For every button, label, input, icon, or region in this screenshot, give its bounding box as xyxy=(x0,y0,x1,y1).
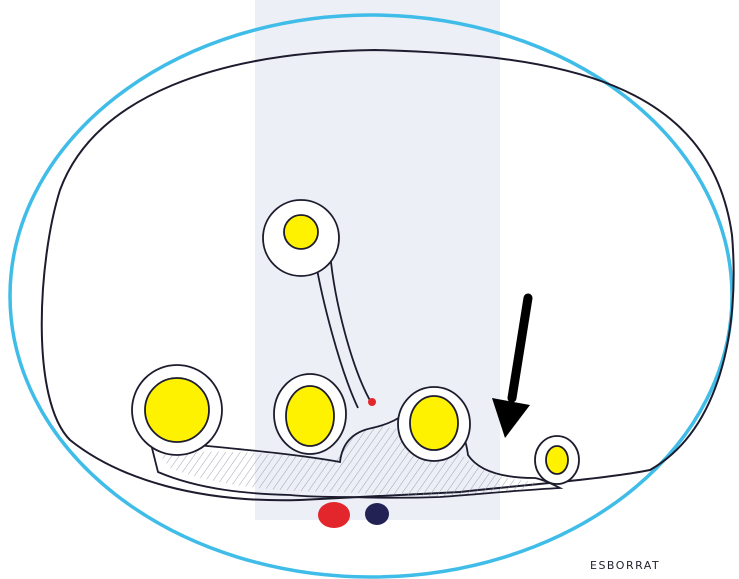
top-node xyxy=(284,215,318,249)
blue-dot xyxy=(365,503,389,525)
small-red-dot xyxy=(368,398,376,406)
signature: ESBORRAT xyxy=(590,559,660,572)
red-dot xyxy=(318,502,350,528)
center-left-node xyxy=(286,386,334,446)
left-node xyxy=(145,378,209,442)
small-right-node xyxy=(546,446,568,474)
center-right-node xyxy=(410,396,458,450)
